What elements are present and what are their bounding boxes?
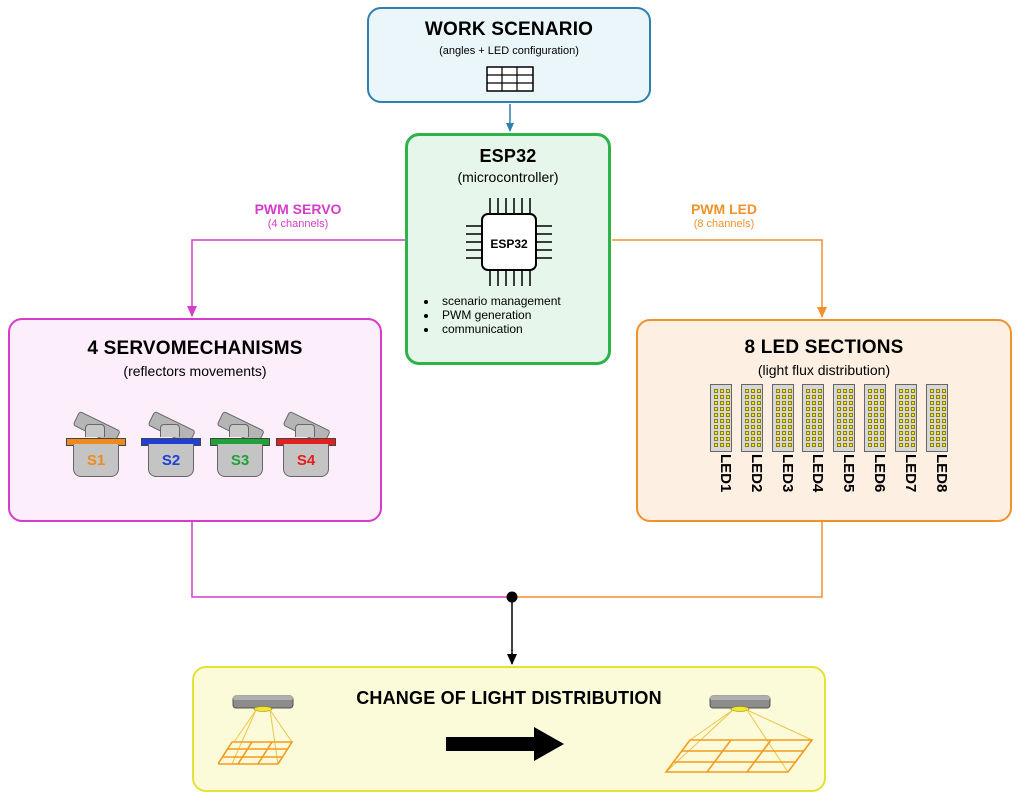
- led-label: LED3: [779, 454, 796, 493]
- led-label: LED4: [809, 454, 826, 493]
- servo-icon: S2: [141, 408, 201, 498]
- esp32-function-item: communication: [438, 322, 561, 336]
- pwm-servo-title: PWM SERVO: [254, 201, 342, 217]
- led-section: LED5: [833, 384, 857, 492]
- led-strip-icon: [802, 384, 824, 452]
- led-section: LED2: [741, 384, 765, 492]
- led-strip-icon: [833, 384, 855, 452]
- lamp-narrow-beam-icon: [218, 695, 294, 765]
- light-distribution-box: CHANGE OF LIGHT DISTRIBUTION: [192, 666, 826, 792]
- led-sections-title: 8 LED SECTIONS: [744, 337, 904, 358]
- led-output-line: [512, 522, 823, 598]
- pwm-servo-label: PWM SERVO (4 channels): [238, 201, 358, 230]
- work-scenario-title: WORK SCENARIO: [424, 19, 594, 40]
- servo-output-line: [191, 522, 512, 598]
- servo-icon: S3: [210, 408, 270, 498]
- led-label: LED1: [717, 454, 734, 493]
- esp32-subtitle: (microcontroller): [457, 169, 559, 185]
- servo-icon: S4: [276, 408, 336, 498]
- table-icon: [486, 66, 534, 92]
- servomechanisms-subtitle: (reflectors movements): [123, 363, 267, 379]
- led-section: LED8: [926, 384, 950, 492]
- right-arrow-icon: [446, 727, 564, 761]
- servo-label: S4: [296, 452, 316, 469]
- esp32-function-item: scenario management: [438, 294, 561, 308]
- led-label: LED5: [840, 454, 857, 493]
- led-section: LED6: [864, 384, 888, 492]
- led-label: LED6: [871, 454, 888, 493]
- esp32-functions-list: scenario management PWM generation commu…: [418, 294, 561, 336]
- led-label: LED8: [933, 454, 950, 493]
- esp32-box: ESP32 (microcontroller) ESP32 scenario m…: [405, 133, 611, 365]
- servomechanisms-box: 4 SERVOMECHANISMS (reflectors movements): [8, 318, 382, 522]
- esp-to-servo-arrow: [187, 239, 405, 317]
- pwm-led-label: PWM LED (8 channels): [664, 201, 784, 230]
- led-sections-box: 8 LED SECTIONS (light flux distribution): [636, 319, 1012, 522]
- pwm-led-subtitle: (8 channels): [693, 218, 755, 230]
- led-label: LED7: [902, 454, 919, 493]
- microchip-icon: [466, 198, 552, 286]
- light-distribution-title: CHANGE OF LIGHT DISTRIBUTION: [356, 688, 662, 708]
- servo-label: S3: [230, 452, 250, 469]
- esp32-chip-label: ESP32: [490, 237, 528, 251]
- led-strip-icon: [741, 384, 763, 452]
- servo-label: S1: [86, 452, 106, 469]
- esp32-title: ESP32: [479, 146, 537, 166]
- led-section: LED7: [895, 384, 919, 492]
- pwm-servo-subtitle: (4 channels): [267, 218, 329, 230]
- led-section: LED1: [710, 384, 734, 492]
- work-scenario-subtitle: (angles + LED configuration): [439, 45, 579, 57]
- led-section: LED3: [772, 384, 796, 492]
- lamp-wide-beam-icon: [664, 695, 814, 773]
- esp32-function-item: PWM generation: [438, 308, 561, 322]
- led-strip-icon: [864, 384, 886, 452]
- led-strip-icon: [772, 384, 794, 452]
- esp-to-led-arrow: [612, 239, 827, 318]
- work-scenario-box: WORK SCENARIO (angles + LED configuratio…: [367, 7, 651, 103]
- servomechanisms-title: 4 SERVOMECHANISMS: [87, 338, 303, 359]
- servo-icon: S1: [66, 408, 126, 498]
- led-section: LED4: [802, 384, 826, 492]
- pwm-led-title: PWM LED: [690, 201, 758, 217]
- led-label: LED2: [748, 454, 765, 493]
- servo-label: S2: [161, 452, 181, 469]
- led-strip-icon: [895, 384, 917, 452]
- led-strip-icon: [926, 384, 948, 452]
- led-strip-icon: [710, 384, 732, 452]
- led-sections-subtitle: (light flux distribution): [757, 362, 891, 378]
